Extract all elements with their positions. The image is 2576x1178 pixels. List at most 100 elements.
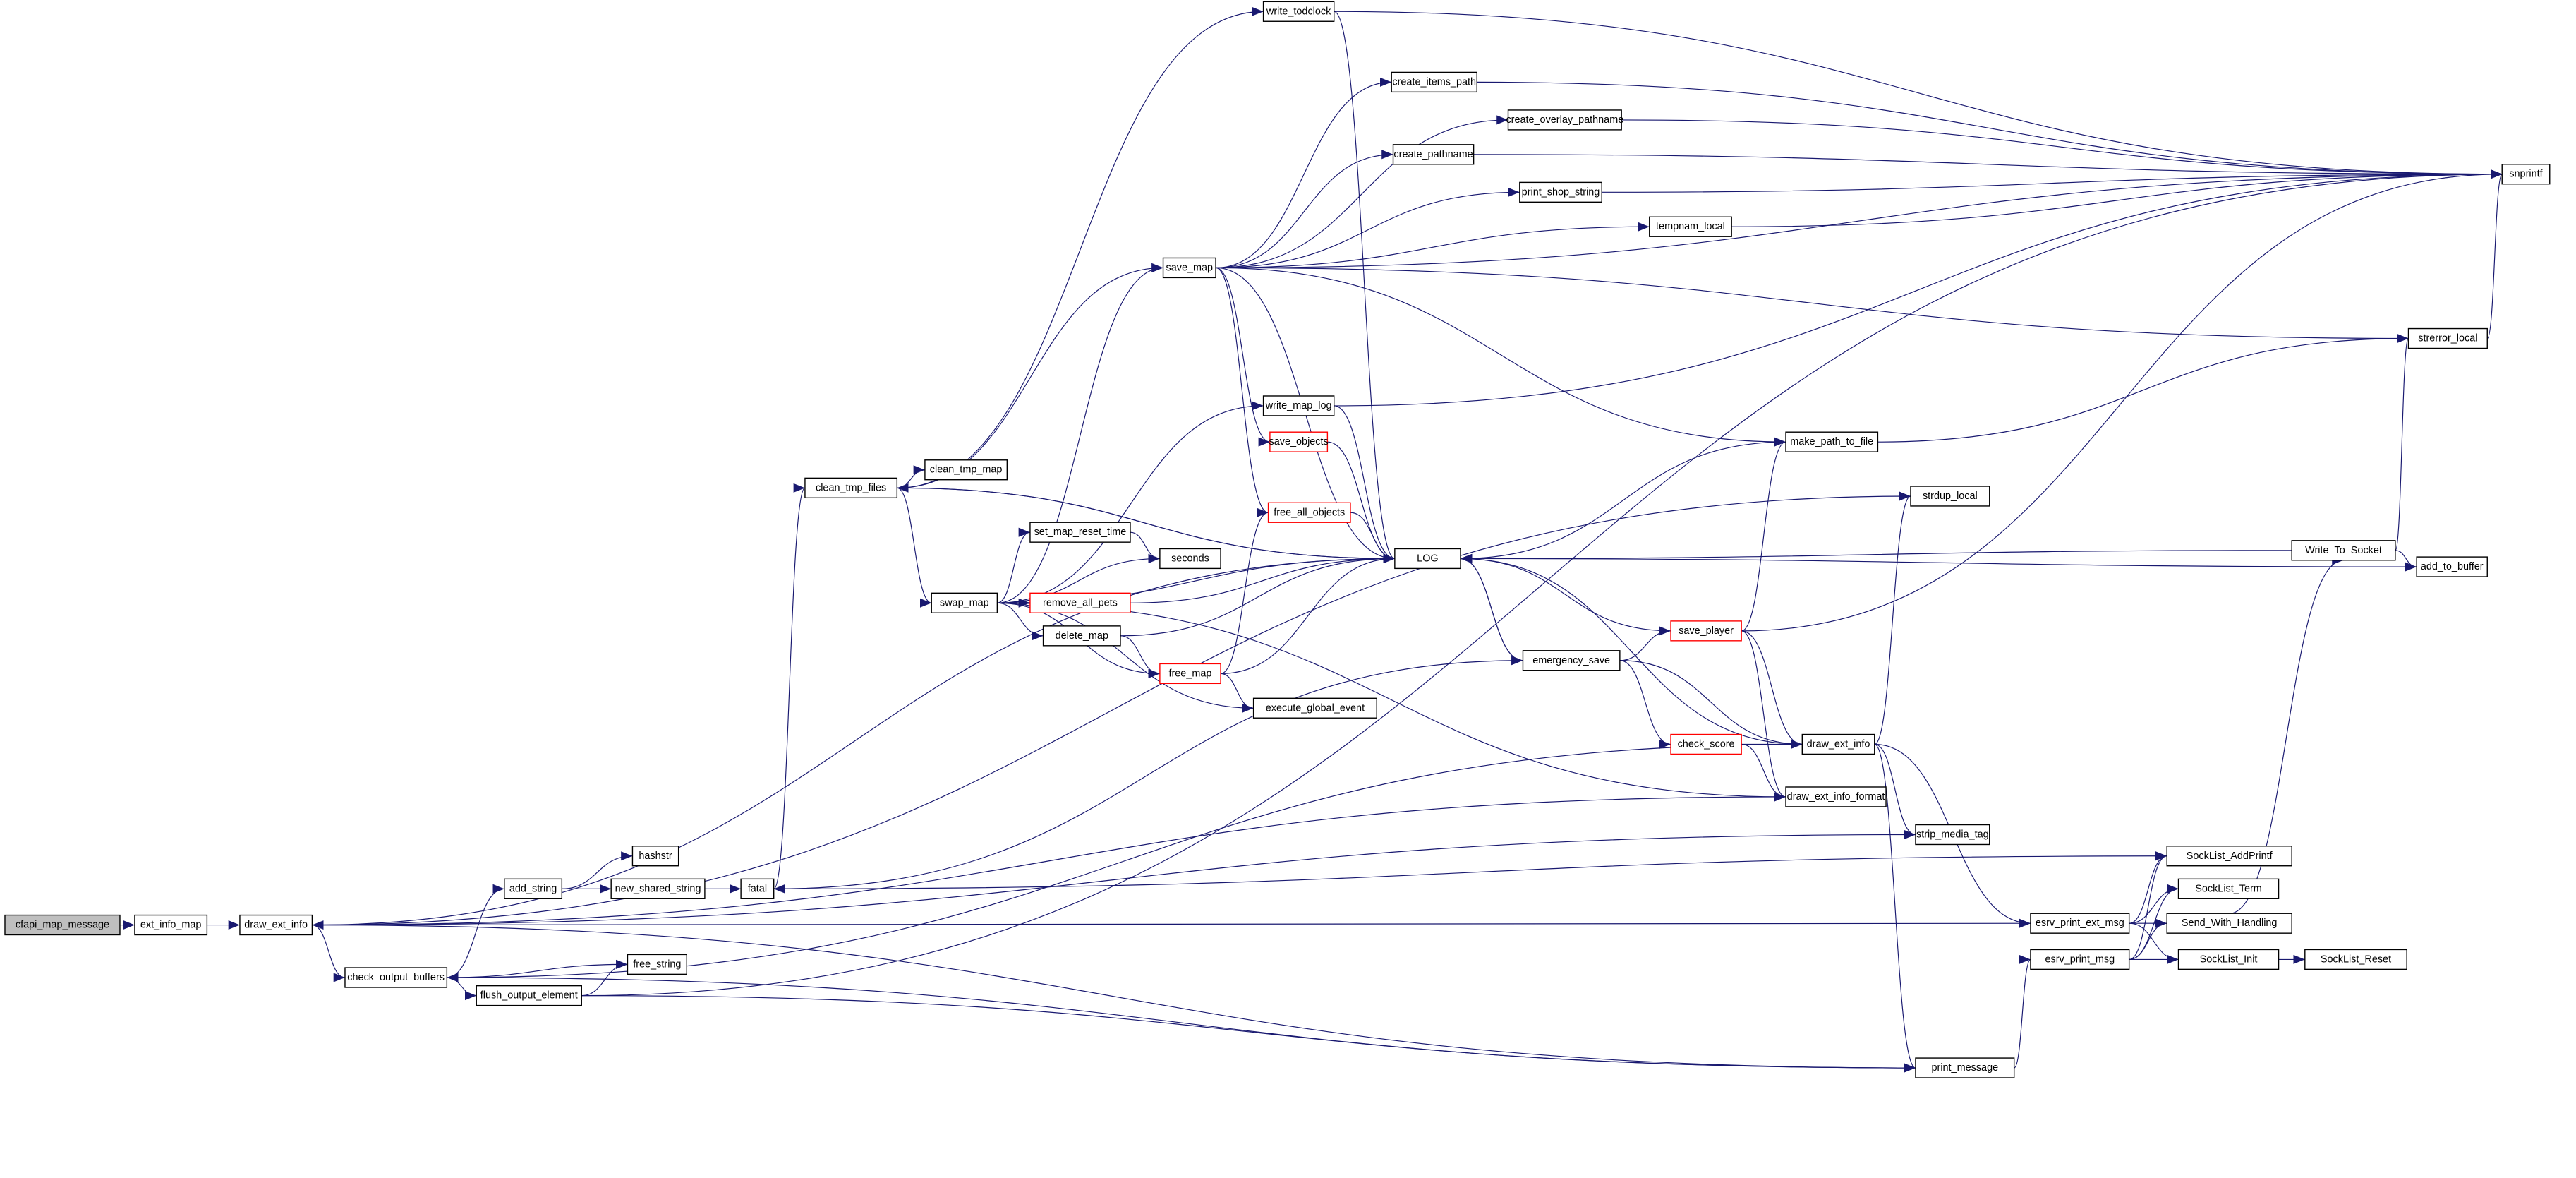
node-strdup-local[interactable]: strdup_local — [1910, 486, 1990, 507]
node-label: tempnam_local — [1656, 221, 1725, 232]
node-box — [1267, 502, 1351, 523]
node-draw-ext-info-format[interactable]: draw_ext_info_format — [1785, 786, 1887, 807]
node-label: SockList_AddPrintf — [2187, 851, 2273, 862]
edge-write-todclock-to-log — [1334, 11, 1396, 563]
node-label: new_shared_string — [615, 883, 701, 894]
edge-emergency-save-to-check-score — [1619, 660, 1671, 749]
edge-check-output-buffers-to-add-string — [447, 884, 504, 978]
node-make-path-to-file[interactable]: make_path_to_file — [1785, 431, 1879, 452]
edge-free-map-to-execute-global-event — [1220, 673, 1254, 713]
edge-write-to-socket-to-add-to-buffer — [2395, 550, 2417, 572]
edge-save-player-to-draw-ext-info-r — [1741, 630, 1803, 749]
node-socklist-term[interactable]: SockList_Term — [2177, 878, 2280, 899]
edge-swap-map-to-write-map-log — [997, 401, 1264, 603]
node-box — [1042, 625, 1121, 647]
node-save-objects[interactable]: save_objects — [1269, 431, 1329, 452]
node-print-shop-string[interactable]: print_shop_string — [1519, 181, 1602, 203]
node-ext-info-map[interactable]: ext_info_map — [134, 914, 208, 936]
node-free-string[interactable]: free_string — [627, 954, 687, 975]
node-check-output-buffers[interactable]: check_output_buffers — [344, 967, 448, 988]
node-strerror-local[interactable]: strerror_local — [2407, 327, 2488, 349]
edge-free-map-to-log — [1221, 553, 1395, 674]
node-draw-ext-info-l[interactable]: draw_ext_info — [239, 914, 313, 936]
node-create-items-path[interactable]: create_items_path — [1391, 71, 1477, 93]
node-label: SockList_Init — [2200, 954, 2258, 965]
node-box — [4, 914, 121, 936]
edge-draw-ext-info-r-to-strip-media-tag — [1874, 743, 1916, 839]
node-socklist-addprintf[interactable]: SockList_AddPrintf — [2166, 846, 2292, 867]
node-remove-all-pets[interactable]: remove_all_pets — [1029, 592, 1131, 613]
node-box — [931, 592, 998, 613]
node-set-map-reset-time[interactable]: set_map_reset_time — [1029, 522, 1131, 543]
node-log[interactable]: LOG — [1394, 548, 1461, 570]
edge-create-overlay-pathname-to-snprintf — [1621, 119, 2503, 179]
node-hashstr[interactable]: hashstr — [631, 846, 679, 867]
node-execute-global-event[interactable]: execute_global_event — [1252, 697, 1377, 719]
node-free-map[interactable]: free_map — [1159, 663, 1221, 685]
edge-add-to-buffer-to-log — [1460, 553, 2417, 567]
edge-write-to-socket-to-strerror-local — [2395, 334, 2409, 551]
node-box — [1262, 1, 1335, 22]
edge-draw-ext-info-l-to-strdup-local — [312, 491, 1911, 926]
node-socklist-init[interactable]: SockList_Init — [2177, 949, 2280, 970]
node-box — [1392, 144, 1475, 165]
edge-check-output-buffers-to-free-string — [447, 959, 628, 978]
node-free-all-objects[interactable]: free_all_objects — [1267, 502, 1351, 523]
node-esrv-print-ext-msg[interactable]: esrv_print_ext_msg — [2030, 913, 2130, 934]
node-snprintf[interactable]: snprintf — [2501, 164, 2551, 185]
edge-swap-map-to-set-map-reset-time — [997, 527, 1031, 603]
edge-draw-ext-info-format-to-draw-ext-info-l — [312, 796, 1786, 930]
node-write-to-socket[interactable]: Write_To_Socket — [2291, 540, 2396, 561]
node-draw-ext-info-r[interactable]: draw_ext_info — [1801, 733, 1875, 755]
node-box — [2030, 913, 2130, 934]
edge-check-output-buffers-to-print-message — [447, 977, 1916, 1073]
node-clean-tmp-files[interactable]: clean_tmp_files — [804, 477, 898, 499]
node-box — [1519, 181, 1602, 203]
node-write-todclock[interactable]: write_todclock — [1262, 1, 1335, 22]
node-box — [1394, 548, 1461, 570]
edge-flush-output-element-to-snprintf — [581, 169, 2503, 997]
node-emergency-save[interactable]: emergency_save — [1522, 650, 1621, 671]
node-strip-media-tag[interactable]: strip_media_tag — [1915, 824, 1990, 846]
node-save-player[interactable]: save_player — [1670, 620, 1742, 642]
node-check-score[interactable]: check_score — [1670, 733, 1742, 755]
node-label: SockList_Term — [2195, 883, 2262, 894]
node-send-with-handling[interactable]: Send_With_Handling — [2166, 913, 2292, 934]
node-create-overlay-pathname[interactable]: create_overlay_pathname — [1506, 109, 1623, 131]
node-label: ext_info_map — [140, 920, 202, 931]
node-box — [1522, 650, 1621, 671]
node-tempnam-local[interactable]: tempnam_local — [1649, 216, 1732, 237]
node-write-map-log[interactable]: write_map_log — [1262, 395, 1335, 416]
node-socklist-reset[interactable]: SockList_Reset — [2304, 949, 2407, 970]
node-fatal[interactable]: fatal — [740, 878, 775, 899]
edge-emergency-save-to-save-player — [1619, 626, 1671, 661]
edge-save-map-to-make-path-to-file — [1216, 267, 1786, 447]
edge-save-map-to-create-pathname — [1216, 150, 1393, 269]
node-new-shared-string[interactable]: new_shared_string — [610, 878, 706, 899]
edge-save-player-to-make-path-to-file — [1741, 437, 1786, 632]
node-box — [1507, 109, 1622, 131]
node-label: LOG — [1417, 553, 1438, 564]
node-esrv-print-msg[interactable]: esrv_print_msg — [2030, 949, 2130, 970]
node-label: Send_With_Handling — [2182, 918, 2278, 929]
edge-draw-ext-info-l-to-strip-media-tag — [312, 829, 1916, 926]
node-flush-output-element[interactable]: flush_output_element — [476, 985, 582, 1006]
node-label: SockList_Reset — [2321, 954, 2391, 965]
node-create-pathname[interactable]: create_pathname — [1392, 144, 1475, 165]
node-label: print_message — [1932, 1062, 1999, 1074]
node-label: create_items_path — [1392, 76, 1476, 88]
node-seconds[interactable]: seconds — [1159, 548, 1221, 570]
node-save-map[interactable]: save_map — [1162, 257, 1216, 279]
node-print-message[interactable]: print_message — [1915, 1057, 2015, 1078]
node-label: cfapi_map_message — [16, 920, 109, 931]
edge-make-path-to-file-to-strerror-local — [1877, 334, 2409, 443]
node-swap-map[interactable]: swap_map — [931, 592, 998, 613]
node-delete-map[interactable]: delete_map — [1042, 625, 1121, 647]
node-add-string[interactable]: add_string — [504, 878, 563, 899]
node-clean-tmp-map[interactable]: clean_tmp_map — [924, 459, 1008, 481]
edge-write-map-log-to-snprintf — [1334, 169, 2503, 407]
node-label: Write_To_Socket — [2305, 545, 2382, 556]
node-cfapi-map-message[interactable]: cfapi_map_message — [4, 914, 121, 936]
node-add-to-buffer[interactable]: add_to_buffer — [2416, 556, 2488, 577]
